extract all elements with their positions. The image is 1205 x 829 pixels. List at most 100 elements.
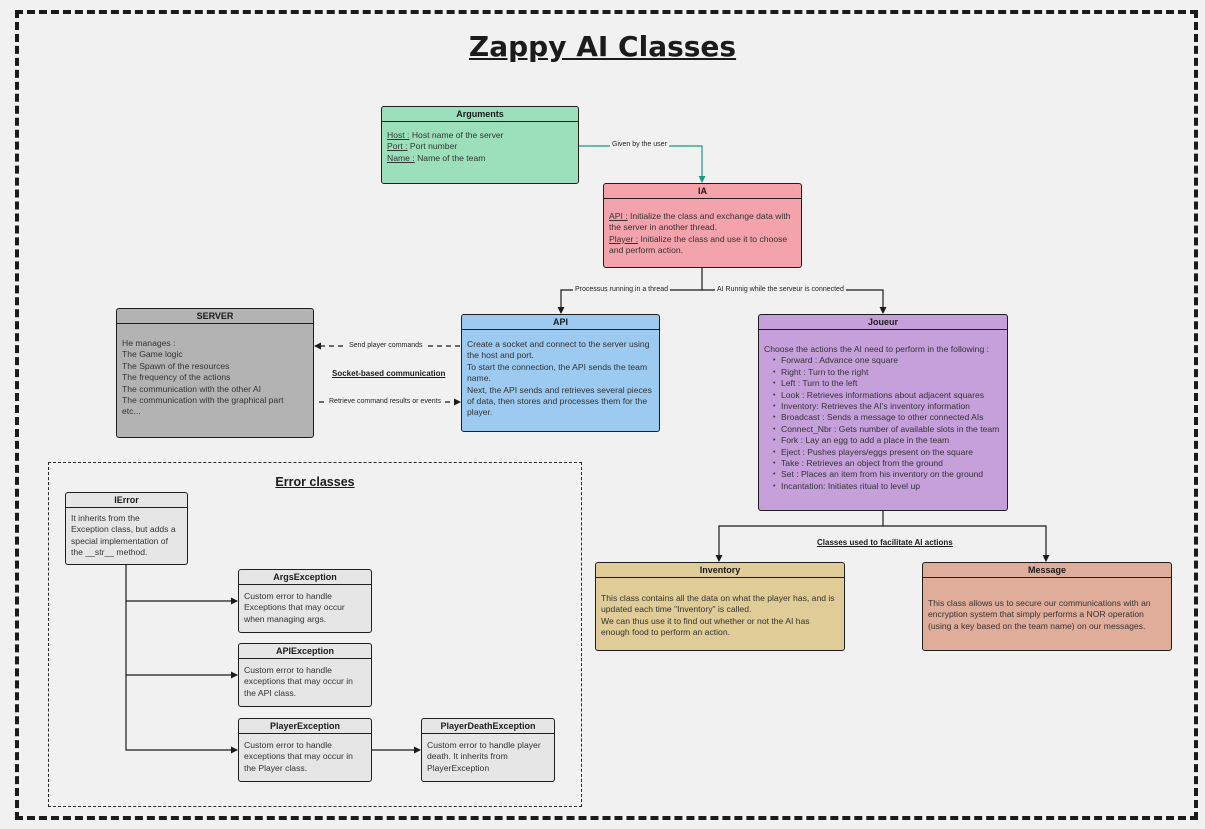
action-item: Set : Places an item from his inventory … <box>773 469 1002 481</box>
message-line: encryption system that simply performs a… <box>928 609 1144 620</box>
port-key: Port : <box>387 141 408 152</box>
host-val: Host name of the server <box>409 130 504 140</box>
action-item: Look : Retrieves informations about adja… <box>773 390 1002 402</box>
label-socket: Socket-based communication <box>332 369 446 378</box>
playerexception-line: the Player class. <box>244 762 308 773</box>
inventory-line: enough food to perform an action. <box>601 627 730 638</box>
ierror-title: IError <box>66 493 187 508</box>
apiexception-line: the API class. <box>244 687 297 698</box>
ia-title: IA <box>604 184 801 199</box>
playerdeathexception-box: PlayerDeathException Custom error to han… <box>421 718 555 782</box>
action-item: Connect_Nbr : Gets number of available s… <box>773 424 1002 436</box>
inventory-line: We can thus use it to find out whether o… <box>601 615 810 626</box>
argsexception-line: Custom error to handle <box>244 591 332 601</box>
label-classes-used: Classes used to facilitate AI actions <box>817 538 953 547</box>
playerdeathexception-line: Custom error to handle player <box>427 740 541 750</box>
error-classes-frame <box>48 462 582 807</box>
argsexception-title: ArgsException <box>239 570 371 585</box>
inventory-box: Inventory This class contains all the da… <box>595 562 845 651</box>
label-retrieve: Retrieve command results or events <box>327 398 444 405</box>
playerexception-line: Custom error to handle <box>244 740 332 750</box>
action-item: Inventory: Retrieves the AI's inventory … <box>773 401 1002 413</box>
action-item: Take : Retrieves an object from the grou… <box>773 458 1002 470</box>
action-item: Incantation: Initiates ritual to level u… <box>773 481 1002 493</box>
apiexception-line: exceptions that may occur in <box>244 676 353 687</box>
apiexception-title: APIException <box>239 644 371 659</box>
ia-player-key: Player : <box>609 233 639 244</box>
argsexception-box: ArgsException Custom error to handle Exc… <box>238 569 372 633</box>
ierror-line: Exception class, but adds a <box>71 524 176 535</box>
joueur-box: Joueur Choose the actions the AI need to… <box>758 314 1008 511</box>
action-item: Eject : Pushes players/eggs present on t… <box>773 447 1002 459</box>
joueur-title: Joueur <box>759 315 1007 330</box>
arrow-args-to-ia <box>578 145 706 183</box>
argsexception-line: when managing args. <box>244 613 327 624</box>
action-item: Fork : Lay an egg to add a place in the … <box>773 435 1002 447</box>
server-box: SERVER He manages : The Game logic The S… <box>116 308 314 438</box>
inventory-title: Inventory <box>596 563 844 578</box>
playerexception-title: PlayerException <box>239 719 371 734</box>
arrow-joueur-to-inventory <box>715 511 884 562</box>
ia-api-key: API : <box>609 211 628 221</box>
error-classes-title: Error classes <box>275 475 355 489</box>
playerdeathexception-line: PlayerException <box>427 762 490 773</box>
server-line: The Game logic <box>122 349 183 360</box>
server-line: The communication with the graphical par… <box>122 395 284 406</box>
api-title: API <box>462 315 659 330</box>
api-box: API Create a socket and connect to the s… <box>461 314 660 432</box>
message-title: Message <box>923 563 1171 578</box>
action-item: Left : Turn to the left <box>773 378 1002 390</box>
server-line: The Spawn of the resources <box>122 360 230 371</box>
ia-api-val2: the server in another thread. <box>609 222 717 233</box>
port-val: Port number <box>407 141 458 152</box>
ierror-line: It inherits from the <box>71 513 140 523</box>
message-box: Message This class allows us to secure o… <box>922 562 1172 651</box>
server-line: He manages : <box>122 338 176 348</box>
diagram-frame <box>15 10 1198 820</box>
message-line: This class allows us to secure our commu… <box>928 598 1151 608</box>
ierror-line: the __str__ method. <box>71 547 148 558</box>
name-val: Name of the team <box>414 152 486 163</box>
action-item: Broadcast : Sends a message to other con… <box>773 412 1002 424</box>
api-line: of data, then stores and processes them … <box>467 396 648 407</box>
arrow-ia-to-joueur <box>702 289 887 314</box>
joueur-action-list: Forward : Advance one square Right : Tur… <box>764 355 1002 492</box>
server-line: The communication with the other AI <box>122 383 262 394</box>
ia-player-val2: and perform action. <box>609 245 684 256</box>
playerexception-box: PlayerException Custom error to handle e… <box>238 718 372 782</box>
server-line: The frequency of the actions <box>122 372 231 383</box>
playerdeathexception-line: death. It inherits from <box>427 751 508 762</box>
arrow-joueur-to-message <box>883 525 1050 562</box>
api-line: player. <box>467 407 493 418</box>
playerdeathexception-title: PlayerDeathException <box>422 719 554 734</box>
inventory-line: updated each time "Inventory" is called. <box>601 604 752 615</box>
ia-player-val: Initialize the class and use it to choos… <box>638 233 788 244</box>
arrow-ierror-to-player <box>125 675 238 754</box>
ia-box: IA API : Initialize the class and exchan… <box>603 183 802 268</box>
api-line: Create a socket and connect to the serve… <box>467 339 650 349</box>
api-line: name. <box>467 373 491 384</box>
api-line: To start the connection, the API sends t… <box>467 361 648 372</box>
action-item: Right : Turn to the right <box>773 367 1002 379</box>
playerexception-line: exceptions that may occur in <box>244 751 353 762</box>
api-line: Next, the API sends and retrieves severa… <box>467 384 652 395</box>
apiexception-box: APIException Custom error to handle exce… <box>238 643 372 707</box>
argsexception-line: Exceptions that may occur <box>244 602 345 613</box>
api-line: the host and port. <box>467 350 534 361</box>
server-title: SERVER <box>117 309 313 324</box>
inventory-line: This class contains all the data on what… <box>601 593 835 603</box>
arguments-box: Arguments Host : Host name of the server… <box>381 106 579 184</box>
name-key: Name : <box>387 152 415 163</box>
ierror-line: special implementation of <box>71 535 168 546</box>
diagram-title: Zappy AI Classes <box>468 30 737 63</box>
label-thread: Processus running in a thread <box>573 286 670 293</box>
label-given-by-user: Given by the user <box>610 141 669 148</box>
apiexception-line: Custom error to handle <box>244 665 332 675</box>
ia-api-val: Initialize the class and exchange data w… <box>627 211 791 221</box>
ierror-box: IError It inherits from the Exception cl… <box>65 492 188 565</box>
label-send-commands: Send player commands <box>347 342 425 349</box>
arguments-title: Arguments <box>382 107 578 122</box>
joueur-intro: Choose the actions the AI need to perfor… <box>764 344 990 354</box>
server-line: etc... <box>122 406 141 417</box>
action-item: Forward : Advance one square <box>773 355 1002 367</box>
